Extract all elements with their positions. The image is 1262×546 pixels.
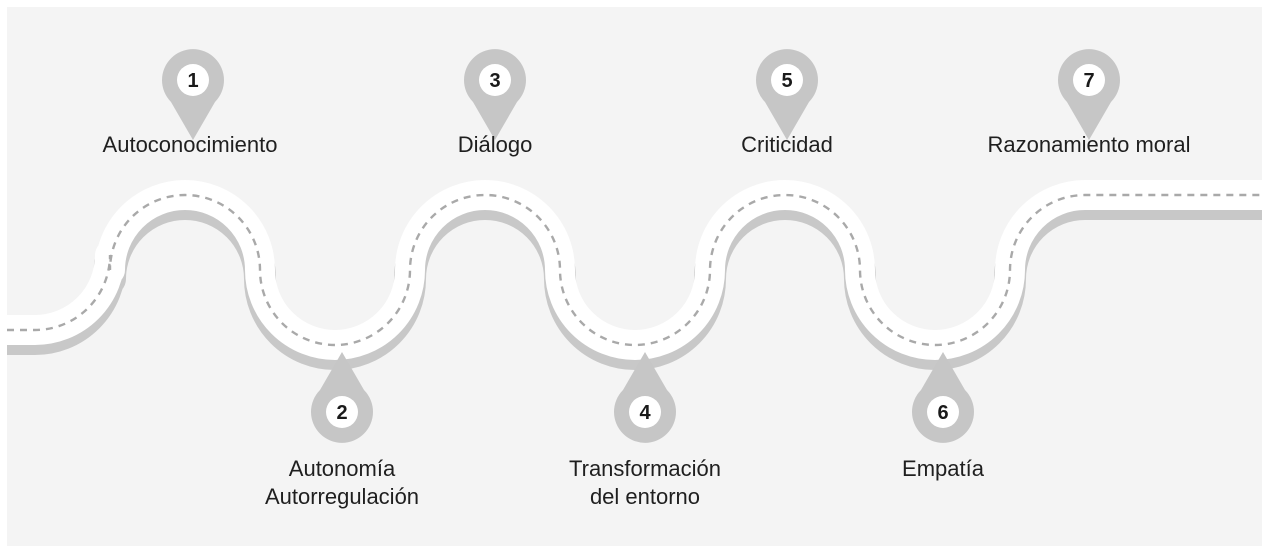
map-pin-icon: 5 (756, 49, 818, 140)
step-number: 7 (1083, 70, 1094, 92)
map-pin-icon: 3 (464, 49, 526, 140)
step-label: Autonomía Autorregulación (264, 456, 420, 509)
pin-center-circle (629, 396, 661, 428)
step-label: Criticidad (741, 132, 833, 157)
map-pin-icon: 7 (1058, 49, 1120, 140)
pin-center-circle (479, 64, 511, 96)
step-number: 3 (489, 70, 500, 92)
step-label: Razonamiento moral (987, 132, 1191, 157)
pin-center-circle (771, 64, 803, 96)
pin-center-circle (326, 396, 358, 428)
pin-center-circle (1073, 64, 1105, 96)
map-pin-icon: 1 (162, 49, 224, 140)
pin-center-circle (927, 396, 959, 428)
step-label: Empatía (902, 456, 984, 481)
step-label: Autoconocimiento (102, 132, 278, 157)
map-pin-icon: 6 (912, 352, 974, 443)
step-number: 4 (639, 402, 651, 424)
pin-center-circle (177, 64, 209, 96)
step-number: 2 (336, 402, 347, 424)
step-label: Diálogo (457, 132, 533, 157)
map-pin-icon: 2 (311, 352, 373, 443)
step-number: 1 (187, 70, 198, 92)
road-center-dashes (7, 193, 1262, 347)
step-label: Transformación del entorno (568, 456, 722, 509)
step-number: 6 (937, 402, 948, 424)
step-pins: 1 2 3 4 5 6 7 (162, 49, 1120, 443)
step-number: 5 (781, 70, 792, 92)
map-pin-icon: 4 (614, 352, 676, 443)
